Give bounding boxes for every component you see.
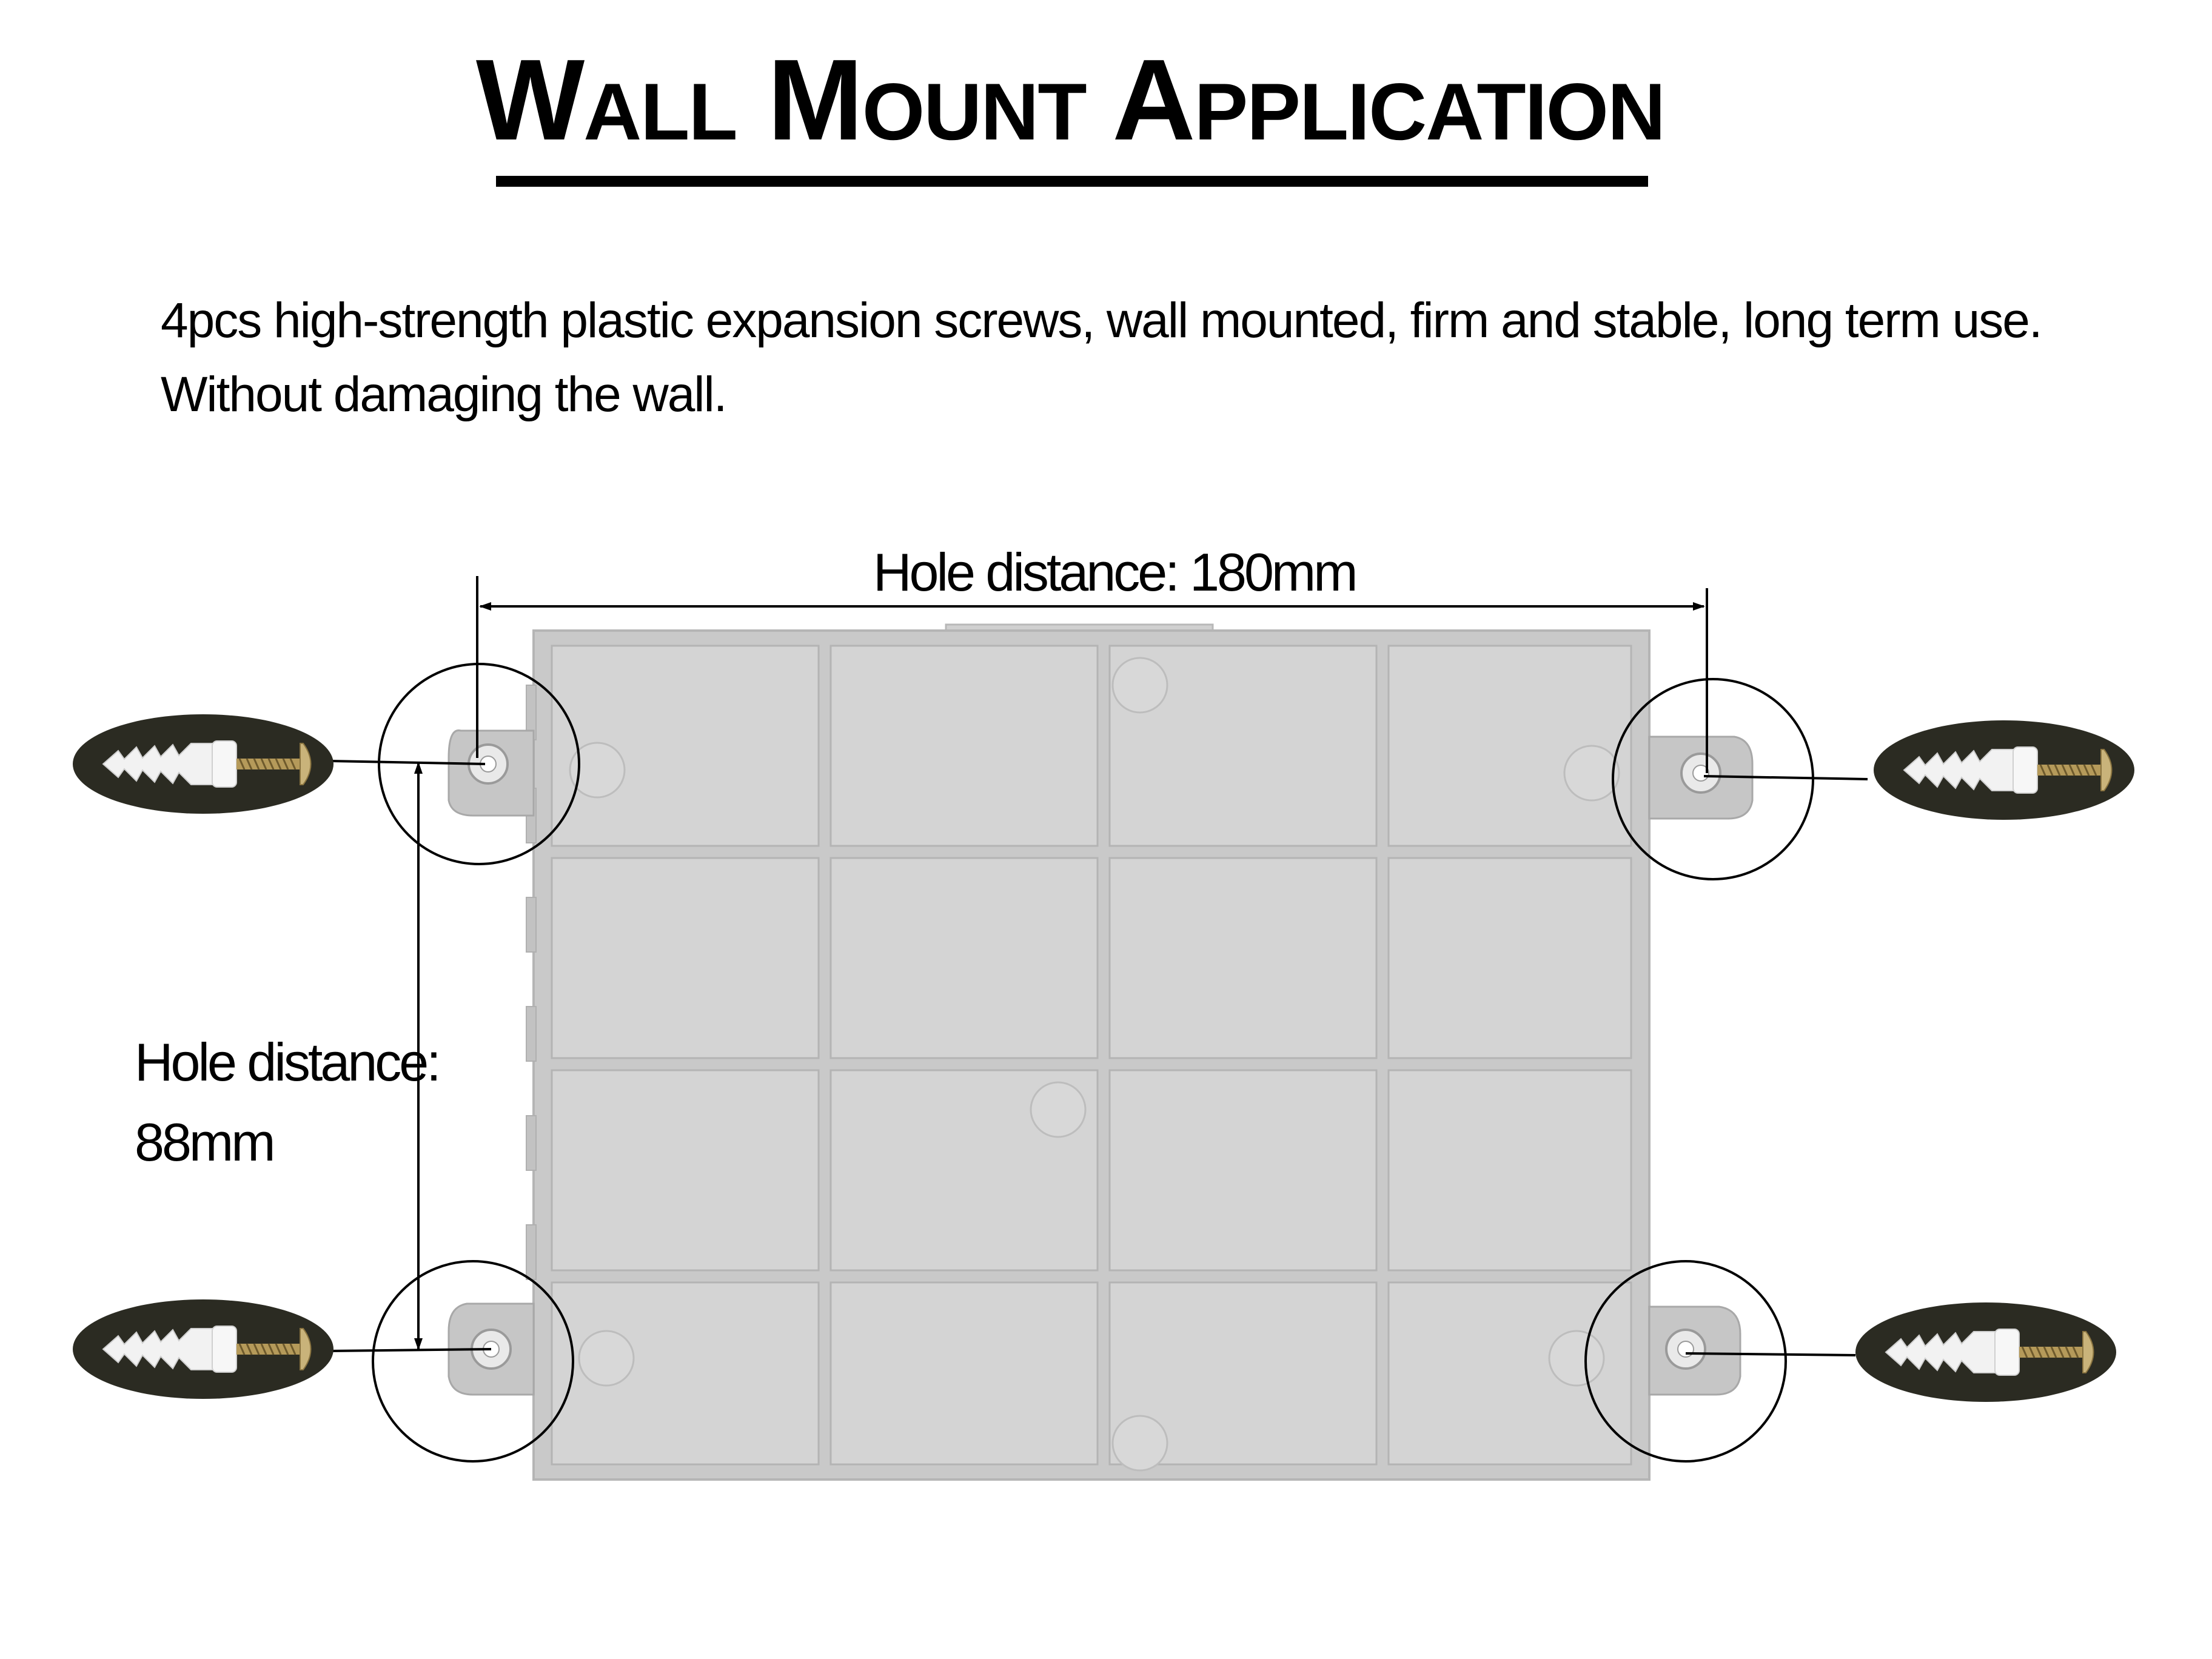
callout-circle-bottom-right xyxy=(1584,1260,1787,1463)
expansion-screw-icon xyxy=(72,713,335,815)
title-underline xyxy=(496,176,1648,187)
leader-line-top-right xyxy=(1703,775,1868,780)
mounting-ear-top-left xyxy=(447,729,535,817)
mounting-ear-bottom-right xyxy=(1648,1305,1741,1396)
mounting-ear-top-right xyxy=(1648,736,1754,820)
leader-line-top-left xyxy=(330,760,486,765)
description-line-2: Without damaging the wall. xyxy=(161,367,728,422)
horizontal-dimension xyxy=(476,576,1708,773)
vertical-hole-distance-label: Hole distance: xyxy=(135,1032,441,1092)
description-line-1: 4pcs high-strength plastic expansion scr… xyxy=(161,293,2043,348)
expansion-screw-icon xyxy=(1872,719,2136,821)
page-title: Wall Mount Application xyxy=(475,36,1666,164)
expansion-screw-icon xyxy=(1854,1301,2117,1403)
leader-line-bottom-right xyxy=(1685,1352,1856,1356)
horizontal-hole-distance-label: Hole distance: 180mm xyxy=(873,542,1358,602)
callout-circle-top-left xyxy=(378,663,580,865)
leader-line-bottom-left xyxy=(330,1348,492,1352)
callout-circle-bottom-left xyxy=(372,1260,574,1463)
expansion-screw-icon xyxy=(72,1298,335,1400)
enclosure-back-panel xyxy=(526,623,1651,1481)
vertical-hole-distance-value: 88mm xyxy=(135,1112,275,1172)
